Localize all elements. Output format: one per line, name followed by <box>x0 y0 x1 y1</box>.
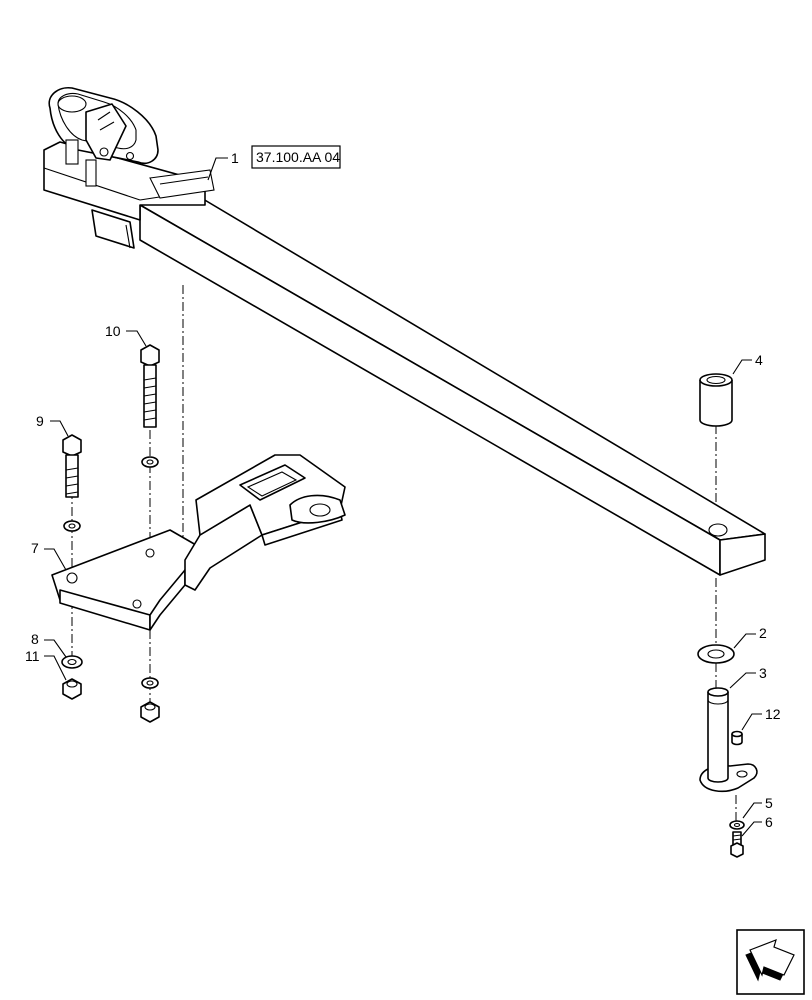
washer-5 <box>729 820 745 830</box>
grease-fitting-12 <box>731 730 743 746</box>
callout-4: 4 <box>755 352 763 368</box>
lock-washer-lower <box>141 677 159 689</box>
nut-lower <box>140 701 160 723</box>
bushing-4 <box>699 373 733 427</box>
callout-9: 9 <box>36 413 44 429</box>
callout-10: 10 <box>105 323 121 339</box>
lock-washer-9 <box>63 520 81 532</box>
callout-3: 3 <box>759 665 767 681</box>
bolt-10 <box>140 344 160 428</box>
callout-5: 5 <box>765 795 773 811</box>
callout-8: 8 <box>31 631 39 647</box>
callout-6: 6 <box>765 814 773 830</box>
callout-2: 2 <box>759 625 767 641</box>
callout-labels: 1 2 3 4 5 6 7 8 9 10 11 12 <box>25 150 781 830</box>
reference-label: 37.100.AA 04 <box>256 149 340 165</box>
nut-11 <box>62 678 82 700</box>
lock-washer-10 <box>141 456 159 468</box>
next-page-arrow-icon[interactable] <box>736 929 805 995</box>
callout-1: 1 <box>231 150 239 166</box>
pin-3 <box>699 687 758 793</box>
callout-12: 12 <box>765 706 781 722</box>
bolt-9 <box>62 434 82 498</box>
washer-2 <box>697 644 735 664</box>
callout-11: 11 <box>25 648 40 664</box>
reference-link[interactable]: 37.100.AA 04 <box>251 145 341 169</box>
callout-leaders <box>44 157 762 837</box>
washer-8 <box>61 655 83 669</box>
assembly-center-lines <box>71 285 737 828</box>
drawbar <box>43 86 766 576</box>
mounting-bracket <box>51 454 346 631</box>
hitch-latch <box>48 86 159 187</box>
screw-6 <box>730 831 744 858</box>
callout-7: 7 <box>31 540 39 556</box>
